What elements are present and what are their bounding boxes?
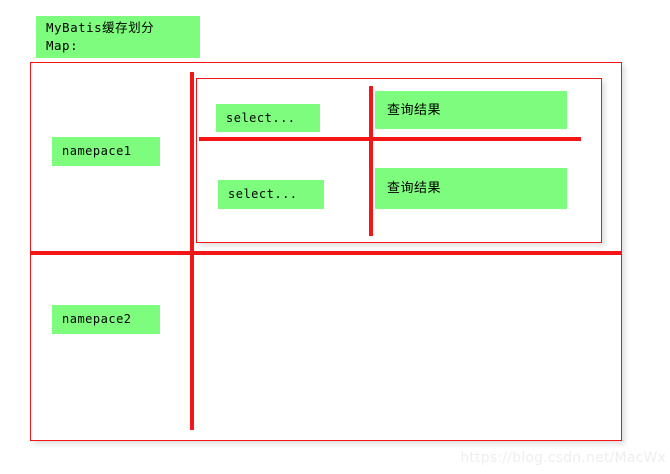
cache-key-chip-2: select... bbox=[218, 180, 324, 209]
watermark-text: https://blog.csdn.net/MacWx bbox=[460, 450, 666, 466]
diagram-title-line-2: Map: bbox=[46, 38, 79, 53]
namespace-chip-1: namepace1 bbox=[52, 137, 160, 166]
diagram-title-line-1: MyBatis缓存划分 bbox=[46, 20, 155, 35]
inner-horizontal-divider bbox=[199, 137, 581, 141]
namespace-chip-2: namepace2 bbox=[52, 305, 160, 334]
outer-horizontal-divider bbox=[31, 251, 621, 255]
inner-vertical-divider bbox=[369, 86, 373, 236]
cache-value-chip-1: 查询结果 bbox=[375, 91, 567, 129]
cache-key-chip-1: select... bbox=[216, 104, 320, 132]
diagram-title-chip: MyBatis缓存划分 Map: bbox=[36, 16, 200, 58]
cache-value-chip-2: 查询结果 bbox=[375, 168, 567, 209]
